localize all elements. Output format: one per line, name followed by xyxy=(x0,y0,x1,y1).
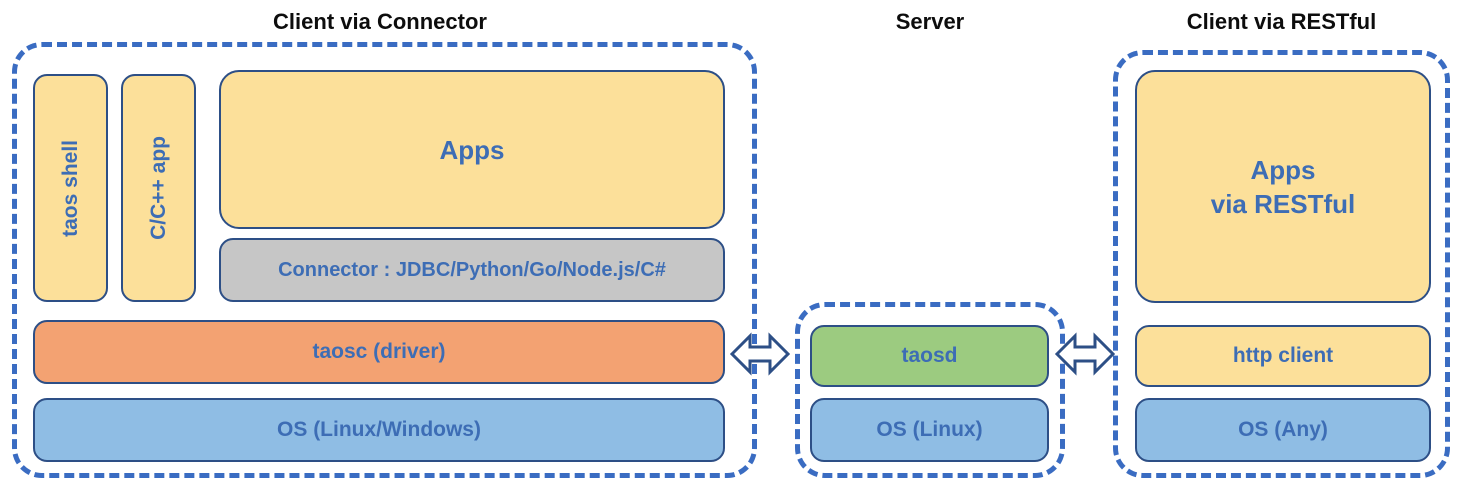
panel-server xyxy=(795,302,1065,478)
block-cpp-app[interactable]: C/C++ app xyxy=(121,74,196,302)
block-apps-via-restful-line2: via RESTful xyxy=(1210,188,1356,219)
block-os-linux-windows[interactable]: OS (Linux/Windows) xyxy=(33,398,725,462)
panel-client-via-connector xyxy=(12,42,757,478)
block-os-linux[interactable]: OS (Linux) xyxy=(810,398,1049,462)
bidirectional-arrow-icon-left xyxy=(730,332,790,376)
section-title-server: Server xyxy=(895,9,965,34)
block-connector[interactable]: Connector : JDBC/Python/Go/Node.js/C# xyxy=(219,238,725,302)
bidirectional-arrow-icon-right xyxy=(1055,332,1115,376)
block-taosd-label: taosd xyxy=(901,344,958,367)
block-connector-label: Connector : JDBC/Python/Go/Node.js/C# xyxy=(278,259,666,281)
block-http-client-label: http client xyxy=(1232,344,1334,367)
block-cpp-app-label: C/C++ app xyxy=(146,136,170,240)
block-os-any[interactable]: OS (Any) xyxy=(1135,398,1431,462)
block-os-linux-label: OS (Linux) xyxy=(876,418,983,441)
panel-client-via-restful xyxy=(1113,50,1450,478)
block-apps-via-restful[interactable]: Apps via RESTful xyxy=(1135,70,1431,303)
block-taosd[interactable]: taosd xyxy=(810,325,1049,387)
block-taosc-driver-label: taosc (driver) xyxy=(312,340,446,363)
block-os-any-label: OS (Any) xyxy=(1238,418,1328,441)
block-apps[interactable]: Apps xyxy=(219,70,725,229)
section-title-client-connector: Client via Connector xyxy=(273,9,487,34)
block-taos-shell[interactable]: taos shell xyxy=(33,74,108,302)
block-os-linux-windows-label: OS (Linux/Windows) xyxy=(277,418,481,441)
section-title-client-restful: Client via RESTful xyxy=(1186,9,1377,34)
block-taosc-driver[interactable]: taosc (driver) xyxy=(33,320,725,384)
block-taos-shell-label: taos shell xyxy=(58,139,82,237)
block-http-client[interactable]: http client xyxy=(1135,325,1431,387)
block-apps-label: Apps xyxy=(439,134,505,165)
block-apps-via-restful-line1: Apps xyxy=(1250,154,1316,185)
block-apps-via-restful-label: Apps via RESTful xyxy=(1211,153,1355,221)
